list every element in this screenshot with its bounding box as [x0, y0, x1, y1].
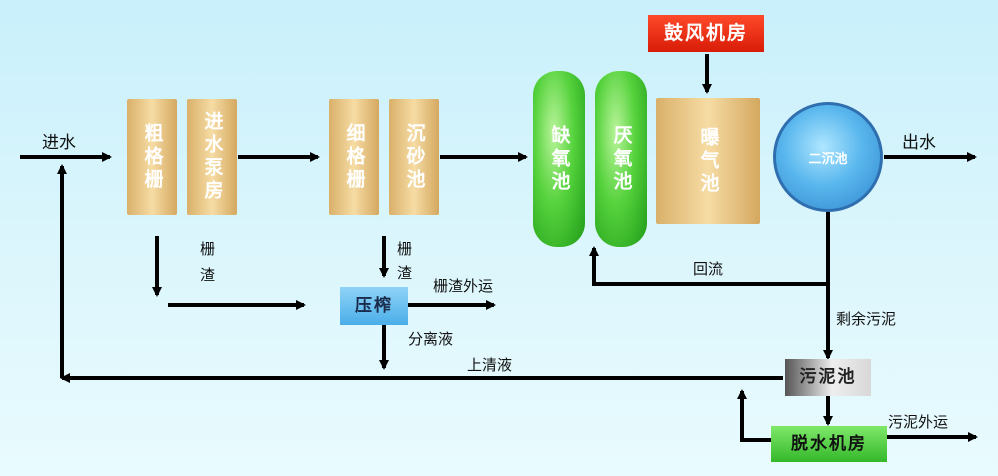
- intake-pump-label: 进水泵房: [201, 111, 224, 203]
- aeration-tank-box: 曝气池: [656, 98, 760, 224]
- arrow-reflux: [589, 246, 828, 286]
- grit-chamber-box: 沉砂池: [389, 99, 439, 215]
- anaerobic-tank-label: 厌氧池: [610, 124, 633, 194]
- press-box: 压榨: [340, 287, 408, 325]
- grit-chamber-label: 沉砂池: [403, 122, 426, 192]
- anoxic-tank-label: 缺氧池: [548, 124, 571, 194]
- screenings-label-2a: 栅: [397, 240, 413, 258]
- screenings-transport-label: 栅渣外运: [433, 277, 494, 295]
- intake-pump-box: 进水泵房: [187, 99, 237, 215]
- blower-room-box: 鼓风机房: [648, 15, 764, 52]
- screenings-label-2b: 渣: [397, 264, 413, 282]
- dewatering-room-label: 脱水机房: [791, 433, 867, 454]
- outflow-label: 出水: [902, 133, 936, 153]
- fine-screen-box: 细格栅: [329, 99, 379, 215]
- screenings-label-1a: 栅: [200, 240, 216, 258]
- coarse-screen-label: 粗格栅: [141, 122, 164, 192]
- secondary-clarifier: 二沉池: [773, 102, 883, 212]
- anoxic-tank: 缺氧池: [533, 71, 585, 247]
- supernatant-label: 上清液: [467, 356, 513, 374]
- arrow-filtrate-return: [737, 389, 771, 442]
- anaerobic-tank: 厌氧池: [595, 71, 647, 247]
- screenings-label-1b: 渣: [200, 266, 216, 284]
- sludge-transport-label: 污泥外运: [888, 413, 949, 431]
- dewatering-room-box: 脱水机房: [771, 426, 887, 462]
- sludge-tank-box: 污泥池: [785, 359, 871, 396]
- separated-liquid-label: 分离液: [408, 330, 454, 348]
- inflow-label: 进水: [42, 133, 76, 153]
- sludge-tank-label: 污泥池: [799, 367, 857, 387]
- press-label: 压榨: [355, 295, 393, 316]
- reflux-label: 回流: [693, 260, 724, 278]
- fine-screen-label: 细格栅: [343, 122, 366, 192]
- excess-sludge-label: 剩余污泥: [836, 310, 897, 328]
- aeration-tank-label: 曝气池: [697, 126, 720, 196]
- blower-room-label: 鼓风机房: [663, 22, 748, 44]
- coarse-screen-box: 粗格栅: [127, 99, 177, 215]
- secondary-clarifier-label: 二沉池: [808, 151, 848, 167]
